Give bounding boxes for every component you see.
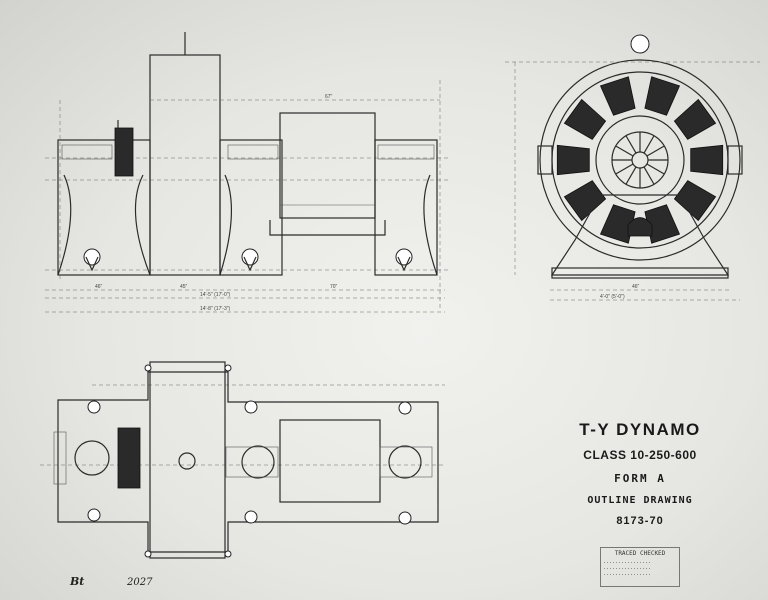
front-elevation-view <box>505 34 760 301</box>
armature-spoke <box>643 135 655 154</box>
field-pole <box>673 98 717 140</box>
dim-front-base: 4'-0" (5'-0") <box>600 294 625 300</box>
stamp-line: ................ <box>603 559 652 565</box>
dim-side-overall-1: 14'-5" (17'-0") <box>200 292 231 298</box>
drawing-class: CLASS 10-250-600 <box>583 448 697 462</box>
drawing-title: T-Y DYNAMO <box>579 420 701 439</box>
dim-side-mid: 45" <box>180 284 188 290</box>
field-pole <box>673 180 717 222</box>
corner-initials: Bt <box>70 575 85 588</box>
side-elevation-view <box>45 32 450 313</box>
drawing-number: 8173-70 <box>616 515 664 527</box>
drawing-form: FORM A <box>614 472 666 485</box>
dim-side-left: 46" <box>95 284 103 290</box>
drawing-type: OUTLINE DRAWING <box>587 495 693 506</box>
title-block: T-Y DYNAMO CLASS 10-250-600 FORM A OUTLI… <box>540 420 740 527</box>
field-pole <box>599 76 636 116</box>
dim-top-span: 67" <box>325 94 333 100</box>
stamp-line: ................ <box>603 571 652 577</box>
armature-spoke <box>615 145 634 157</box>
field-pole <box>644 76 681 116</box>
stamp-line: ................ <box>603 565 652 571</box>
armature-spoke <box>646 163 665 175</box>
armature-spoke <box>625 135 637 154</box>
dim-front-width: 46" <box>632 284 640 290</box>
armature-spoke <box>615 163 634 175</box>
field-poles <box>556 76 724 244</box>
field-pole <box>556 144 590 176</box>
dim-side-right: 70" <box>330 284 338 290</box>
dim-side-overall-2: 14'-8" (17'-3") <box>200 306 231 312</box>
field-pole <box>690 144 724 176</box>
armature-spoke <box>625 166 637 185</box>
plan-view <box>40 361 445 559</box>
approval-stamp: TRACED CHECKED ................ ........… <box>600 547 680 587</box>
armature-spoke <box>643 166 655 185</box>
field-pole <box>644 204 681 244</box>
armature-spoke <box>646 145 665 157</box>
field-pole <box>563 98 607 140</box>
dimension-labels: 14'-5" (17'-0") 14'-8" (17'-3") 4'-0" (5… <box>95 94 640 312</box>
drawing-file-number: 2027 <box>127 577 153 588</box>
stamp-header: TRACED CHECKED <box>614 550 666 557</box>
